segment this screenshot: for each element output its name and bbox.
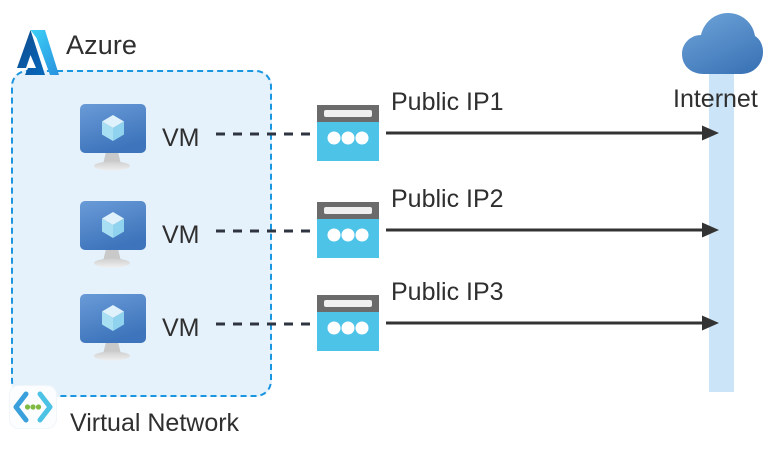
azure-label: Azure xyxy=(66,30,138,60)
vm-to-pip-connector-2 xyxy=(216,224,314,236)
internet-label: Internet xyxy=(673,85,758,113)
vm-label-2: VM xyxy=(162,221,200,249)
azure-a-logo-icon xyxy=(12,28,62,80)
public-ip-label-3: Public IP3 xyxy=(391,278,504,306)
virtual-network-label: Virtual Network xyxy=(70,409,240,437)
cloud-icon xyxy=(680,8,764,80)
public-ip-icon-3 xyxy=(317,295,379,356)
vm-icon-3 xyxy=(78,292,154,369)
arrow-to-internet-2 xyxy=(386,221,719,239)
vm-icon-1 xyxy=(78,102,154,179)
virtual-network-icon xyxy=(10,386,56,428)
public-ip-label-2: Public IP2 xyxy=(391,185,504,213)
public-ip-label-1: Public IP1 xyxy=(391,88,504,116)
arrow-to-internet-3 xyxy=(386,314,719,332)
public-ip-icon-2 xyxy=(317,202,379,263)
vm-to-pip-connector-3 xyxy=(216,317,314,329)
public-ip-icon-1 xyxy=(317,105,379,166)
vm-label-1: VM xyxy=(162,124,200,152)
vm-icon-2 xyxy=(78,199,154,276)
vm-label-3: VM xyxy=(162,314,200,342)
arrow-to-internet-1 xyxy=(386,124,719,142)
vm-to-pip-connector-1 xyxy=(216,127,314,139)
